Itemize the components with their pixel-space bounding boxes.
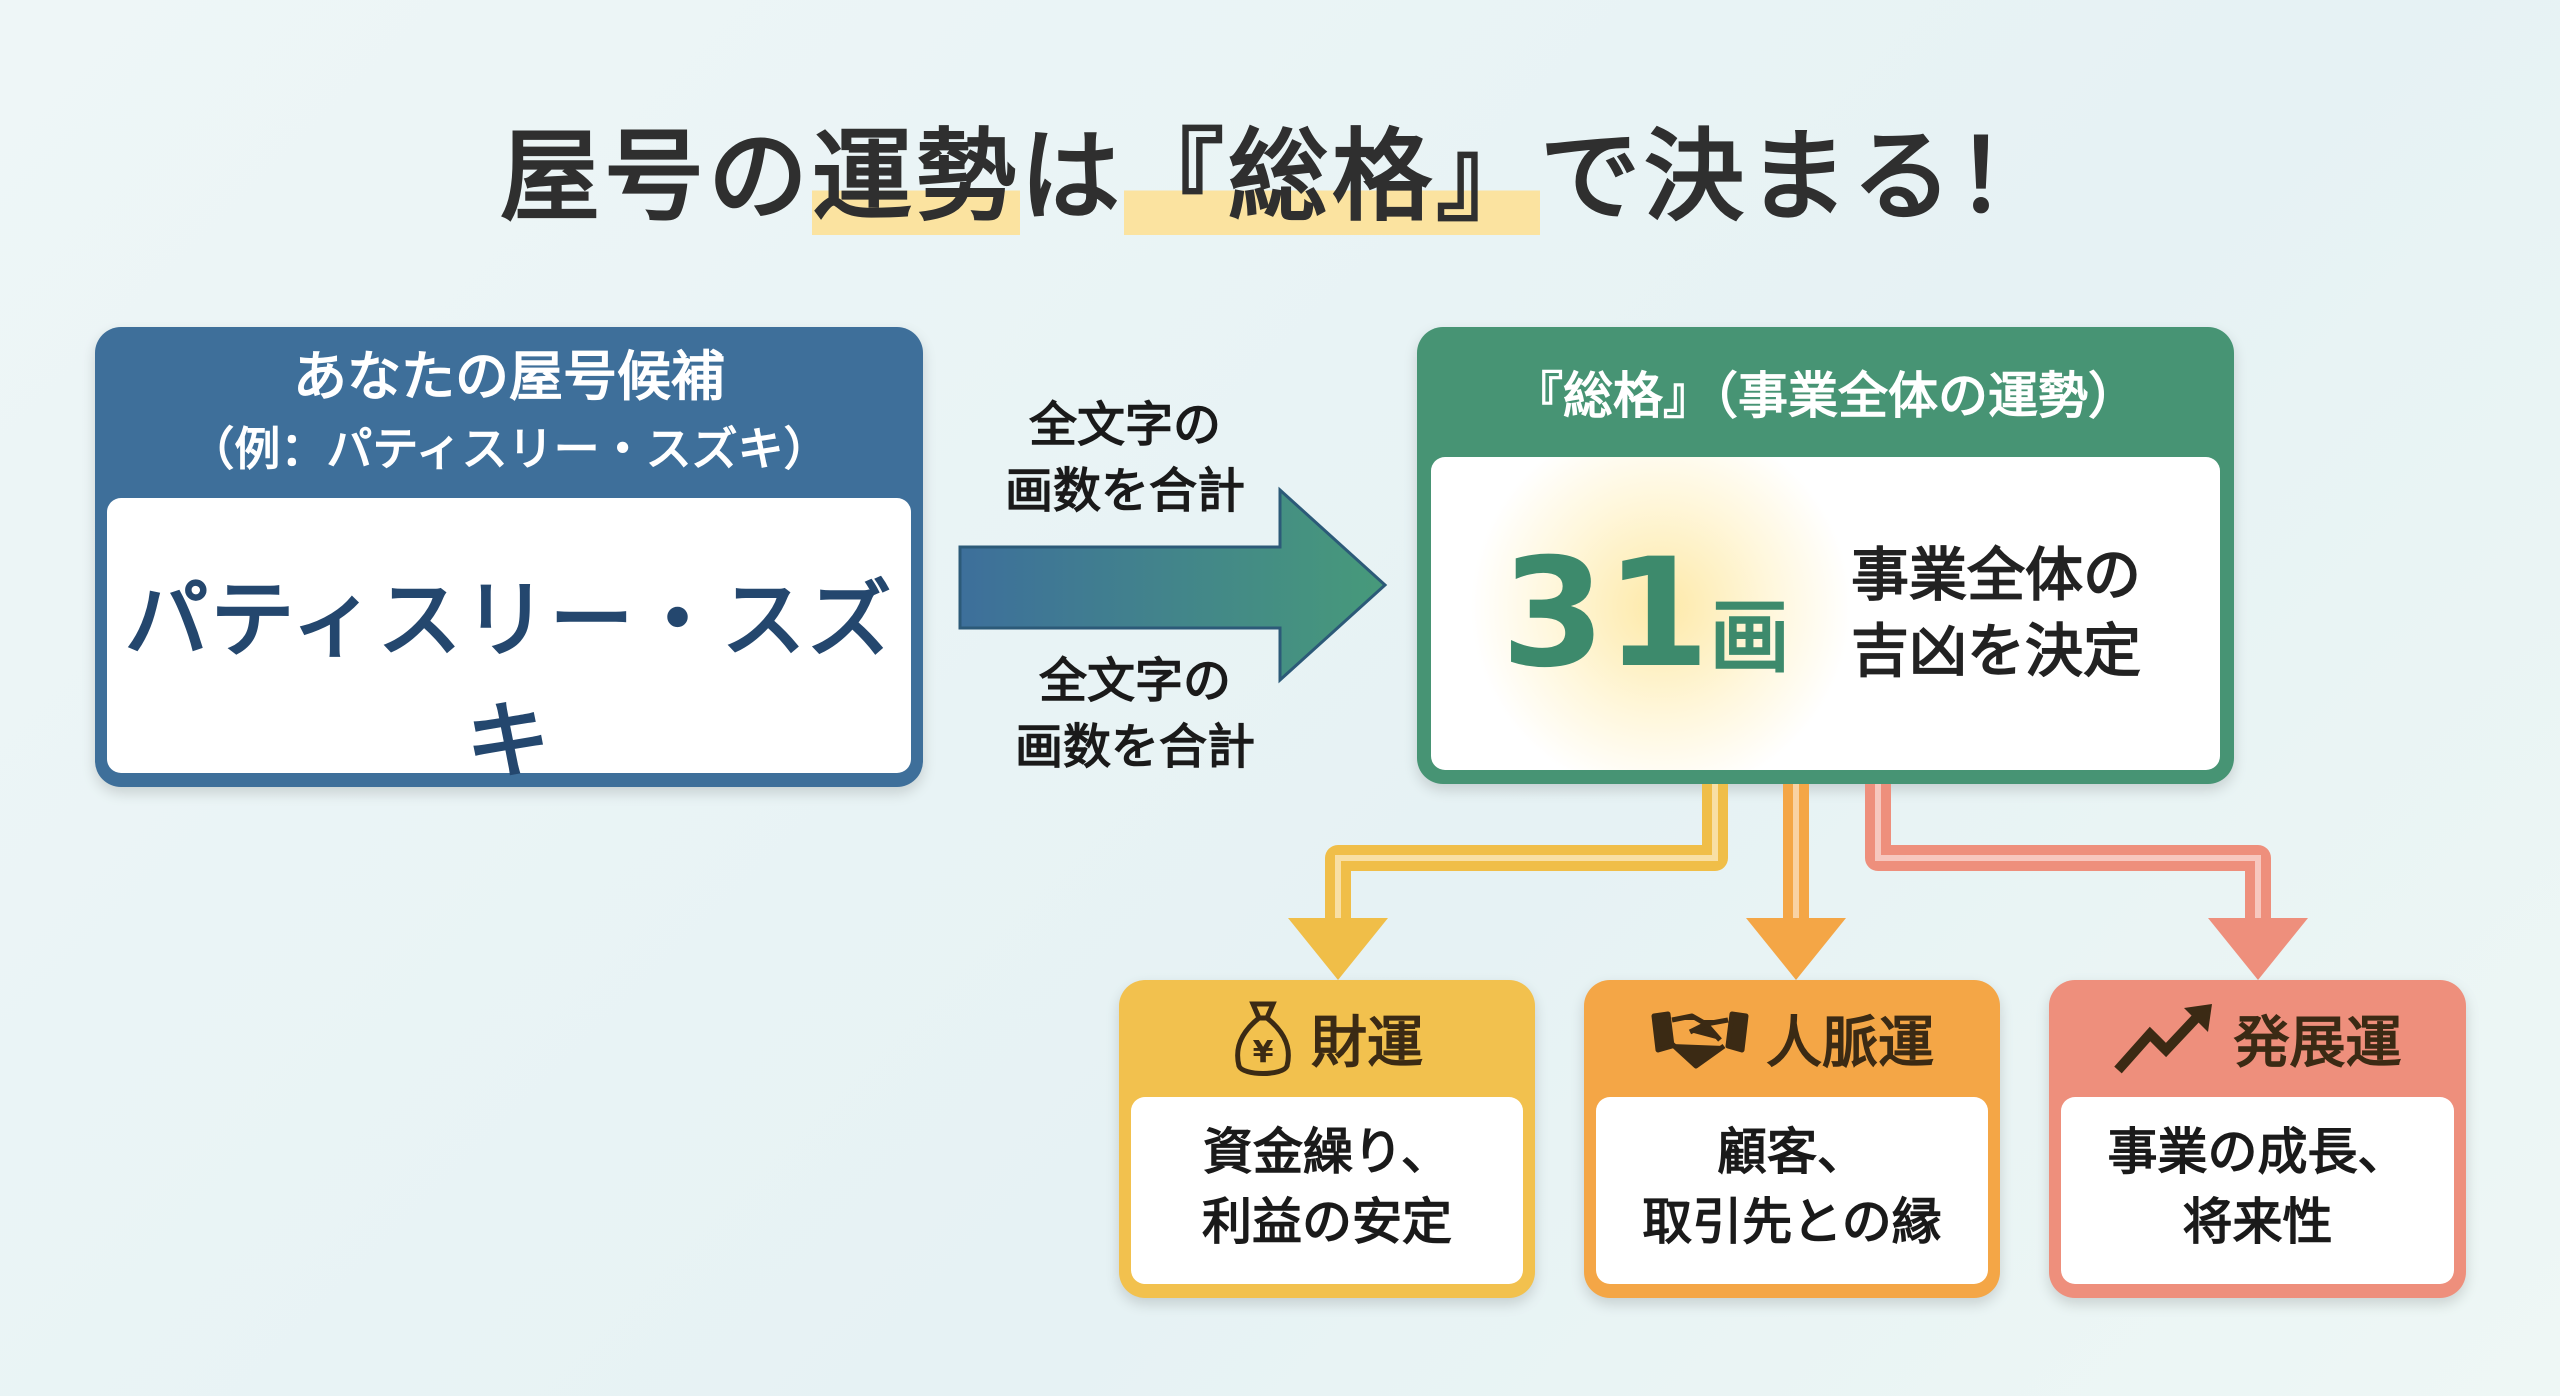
title-highlight: 『総格』 [1124,118,1540,235]
title-text: で決まる！ [1540,118,2060,235]
total-header: 『総格』（事業全体の運勢） [1513,367,2138,425]
fortune-title: 発展運 [2233,1011,2402,1076]
candidate-box: あなたの屋号候補 （例：パティスリー・スズキ） パティスリー・スズキ 73342… [95,327,923,787]
title-highlight: 運勢 [812,118,1020,235]
fortune-box-network: 人脈運 顧客、取引先との縁 [1584,980,2000,1298]
total-box: 『総格』（事業全体の運勢） 31画 事業全体の吉凶を決定 [1417,327,2234,784]
money-bag-yen-icon: ¥ [1235,1001,1291,1076]
title-text: は [1020,118,1124,235]
candidate-example: （例：パティスリー・スズキ） [188,421,830,476]
fortune-box-growth: 発展運 事業の成長、将来性 [2049,980,2466,1298]
fortune-title: 人脈運 [1766,1011,1934,1076]
fortune-title: 財運 [1311,1011,1423,1076]
handshake-icon [1651,1011,1749,1068]
candidate-name: パティスリー・スズキ [124,571,894,787]
page-title: 屋号の運勢は『総格』で決まる！ [0,95,2560,240]
candidate-header: あなたの屋号候補 [293,344,725,408]
total-number: 31画 [1501,527,1790,701]
title-text: 屋号の [500,118,812,235]
arrow-label-top: 全文字の画数を合計 [1004,397,1245,519]
sum-arrow [958,486,1388,684]
fortune-box-wealth: ¥ 財運 資金繰り、利益の安定 [1119,980,1535,1298]
total-description: 事業全体の吉凶を決定 [1851,541,2142,685]
svg-text:¥: ¥ [1253,1035,1274,1070]
arrow-label-bottom: 全文字の画数を合計 [1014,653,1255,775]
trend-up-arrow-icon [2113,1003,2212,1073]
